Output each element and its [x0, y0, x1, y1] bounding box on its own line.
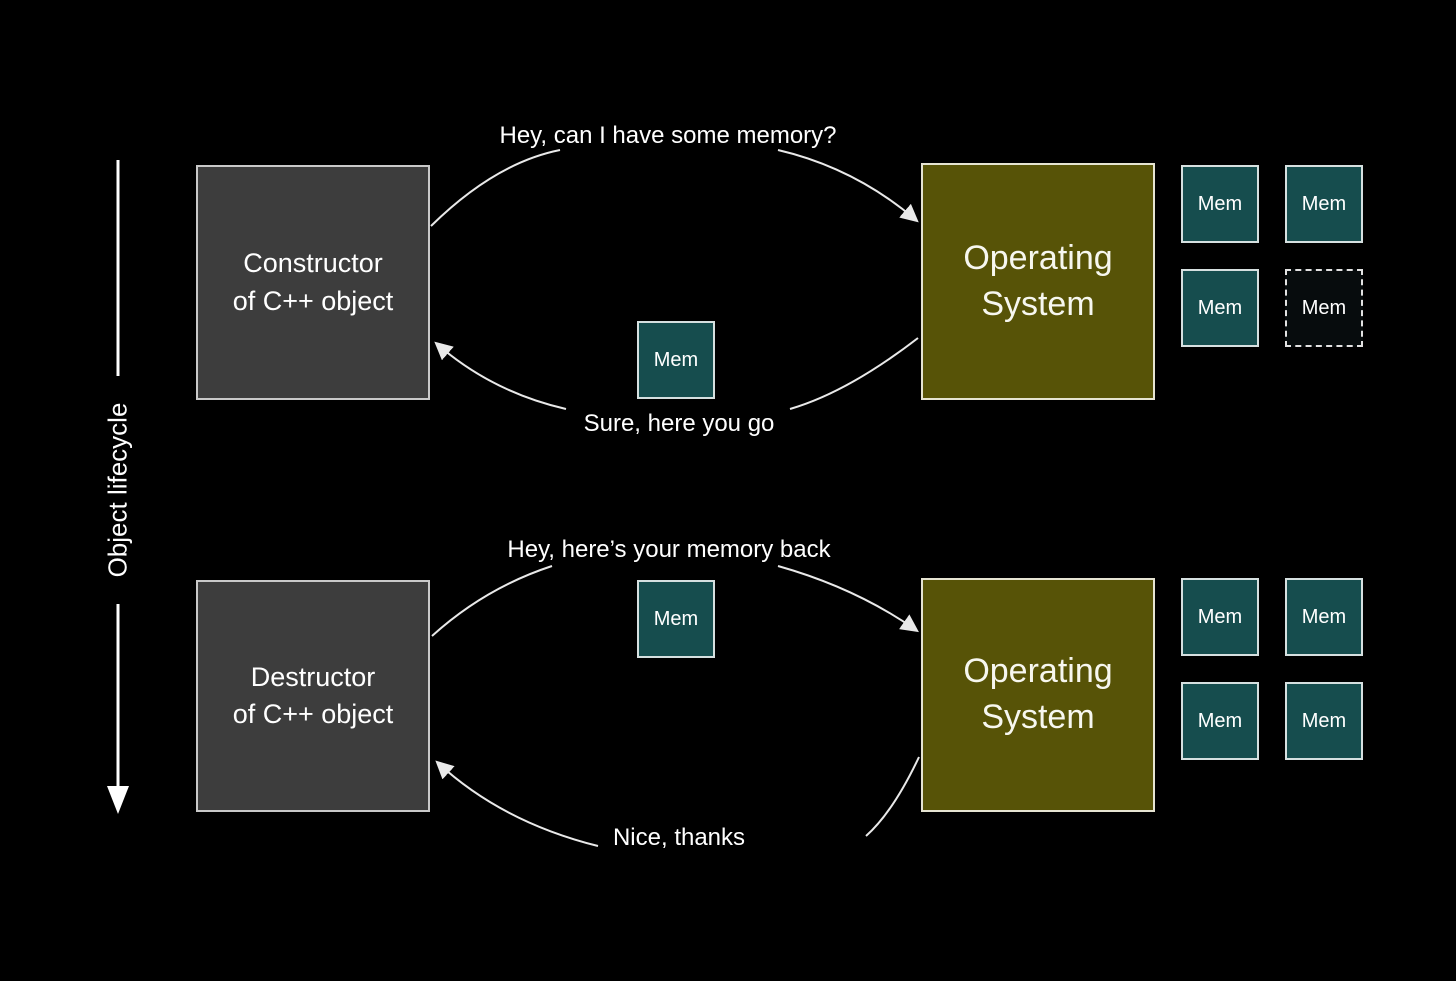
- grant-memory-label: Sure, here you go: [583, 410, 775, 437]
- transit-mem-block-top: Mem: [637, 321, 715, 399]
- os-mem-block: Mem: [1181, 578, 1259, 656]
- transit-mem-label-bottom: Mem: [653, 607, 699, 630]
- mem-label: Mem: [1301, 709, 1347, 732]
- os-mem-block: Mem: [1285, 578, 1363, 656]
- return-memory-label: Hey, here’s your memory back: [507, 536, 831, 563]
- os-mem-block: Mem: [1181, 269, 1259, 347]
- constructor-label-line2: of C++ object: [232, 285, 394, 316]
- operating-system-box-top: Operating System: [921, 163, 1155, 400]
- os-top-label-line2: System: [981, 284, 1095, 323]
- os-bottom-label-line2: System: [981, 698, 1095, 736]
- mem-label: Mem: [1197, 192, 1243, 215]
- os-mem-block: Mem: [1181, 682, 1259, 760]
- mem-label: Mem: [1197, 296, 1243, 319]
- os-bottom-label-line1: Operating: [963, 652, 1113, 691]
- request-memory-arrow: [430, 149, 919, 227]
- operating-system-box-bottom: Operating System: [921, 578, 1155, 812]
- mem-label: Mem: [1197, 605, 1243, 628]
- os-top-label-line1: Operating: [963, 238, 1113, 277]
- destructor-label-line2: of C++ object: [232, 699, 394, 729]
- os-mem-block-lent: Mem: [1285, 269, 1363, 347]
- lifecycle-axis-label: Object lifecycle: [102, 402, 133, 578]
- os-mem-block: Mem: [1285, 165, 1363, 243]
- mem-label: Mem: [1197, 709, 1243, 732]
- destructor-box: Destructor of C++ object: [196, 580, 430, 812]
- mem-label: Mem: [1301, 192, 1347, 215]
- os-mem-block: Mem: [1181, 165, 1259, 243]
- thanks-label: Nice, thanks: [612, 824, 746, 851]
- constructor-box: Constructor of C++ object: [196, 165, 430, 400]
- os-mem-block: Mem: [1285, 682, 1363, 760]
- request-memory-label: Hey, can I have some memory?: [499, 122, 837, 149]
- transit-mem-block-bottom: Mem: [637, 580, 715, 658]
- transit-mem-label-top: Mem: [653, 348, 699, 371]
- mem-label: Mem: [1301, 605, 1347, 628]
- mem-label: Mem: [1301, 296, 1347, 319]
- destructor-label-line1: Destructor: [250, 661, 376, 692]
- constructor-label-line1: Constructor: [243, 248, 383, 279]
